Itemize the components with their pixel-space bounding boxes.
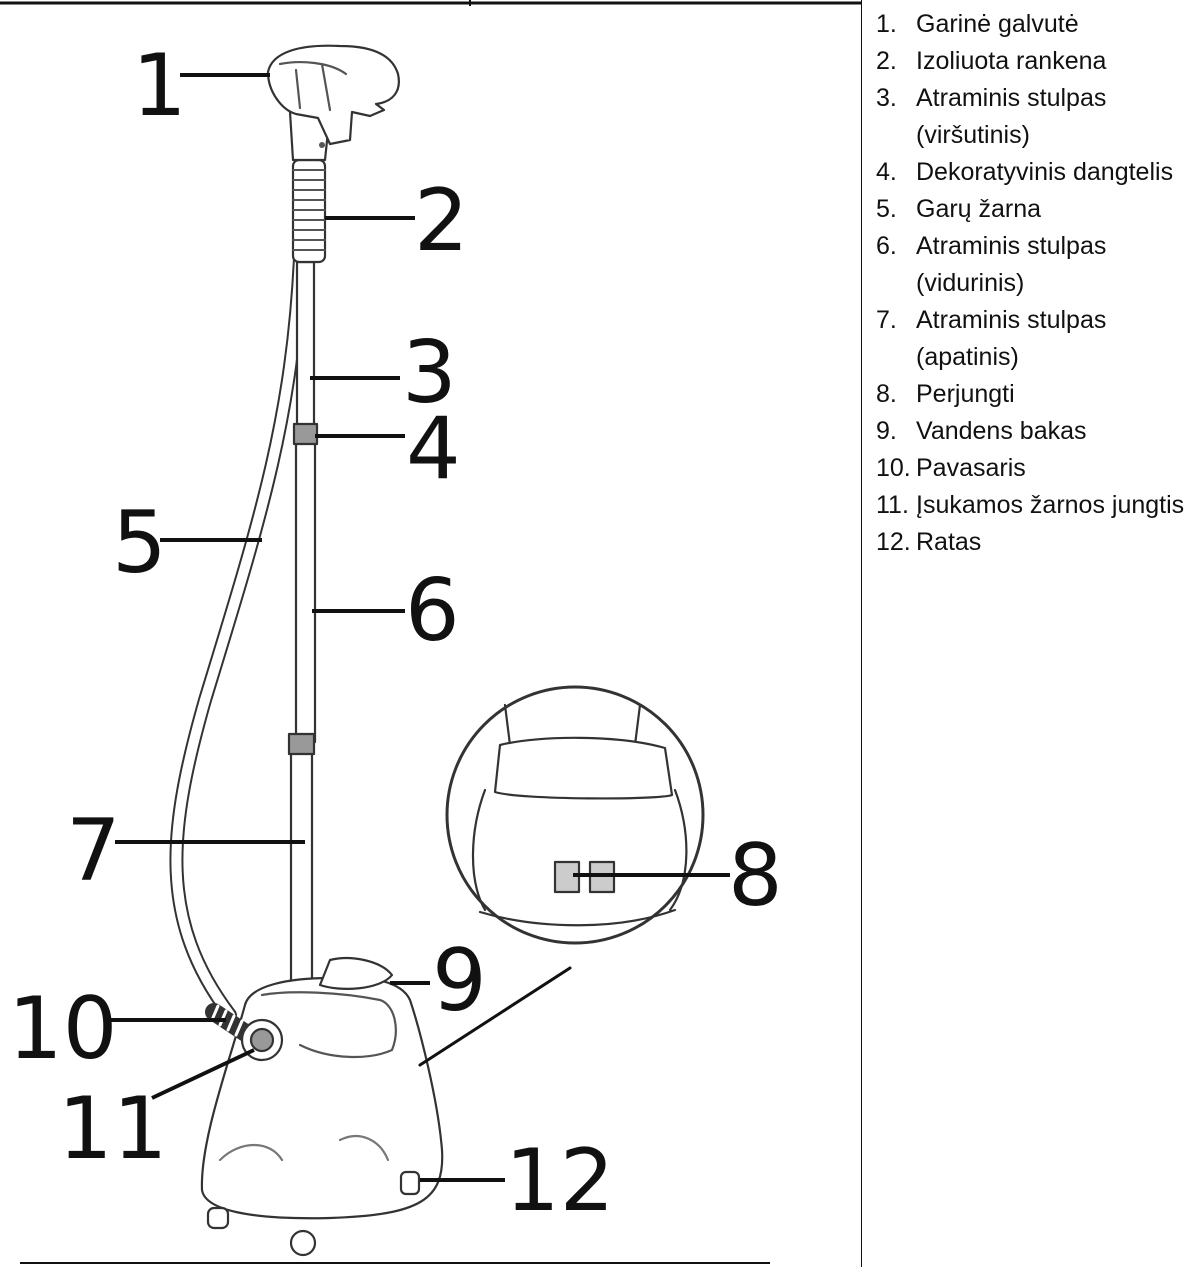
callout-11: 11: [58, 1079, 167, 1179]
legend-num: 1.: [876, 10, 897, 38]
legend-label: Perjungti: [916, 380, 1015, 408]
callout-3: 3: [402, 323, 457, 423]
legend-item-5: 5. Garų žarna: [876, 191, 1190, 228]
callout-10: 10: [8, 979, 117, 1079]
callout-12: 12: [505, 1131, 614, 1231]
legend-item-9: 9. Vandens bakas: [876, 413, 1190, 450]
steam-head: [266, 44, 400, 146]
legend-num: 9.: [876, 417, 897, 445]
legend-panel: 1. Garinė galvutė 2. Izoliuota rankena 3. A…: [862, 0, 1190, 1267]
steam-hose: [169, 251, 307, 1022]
legend-num: 3.: [876, 84, 897, 112]
legend-num: 4.: [876, 158, 897, 186]
legend-item-6: 6. Atraminis stulpas (vidurinis): [876, 228, 1190, 302]
callout-4: 4: [406, 399, 461, 499]
legend-list: 1. Garinė galvutė 2. Izoliuota rankena 3. A…: [862, 0, 1190, 561]
pole-upper: [295, 260, 316, 444]
decorative-cap: [292, 422, 319, 446]
legend-item-10: 10.Pavasaris: [876, 450, 1190, 487]
pole-clamp: [287, 732, 316, 756]
legend-label: Atraminis stulpas (vidurinis): [916, 232, 1107, 297]
legend-item-7: 7. Atraminis stulpas (apatinis): [876, 302, 1190, 376]
leader-lines: [110, 73, 730, 1182]
legend-num: 11.: [876, 491, 909, 519]
legend-label: Garų žarna: [916, 195, 1042, 223]
legend-num: 8.: [876, 380, 897, 408]
legend-label: Atraminis stulpas (viršutinis): [916, 84, 1107, 149]
legend-item-2: 2. Izoliuota rankena: [876, 43, 1190, 80]
legend-label: Vandens bakas: [916, 417, 1087, 445]
legend-label: Įsukamos žarnos jungtis: [916, 491, 1185, 519]
pole-middle: [294, 440, 317, 744]
legend-label: Ratas: [916, 528, 982, 556]
wheel: [399, 1170, 421, 1196]
callout-1: 1: [132, 36, 187, 136]
wheel: [289, 1229, 317, 1257]
legend-label: Dekoratyvinis dangtelis: [916, 158, 1174, 186]
legend-num: 5.: [876, 195, 897, 223]
pole-lower: [289, 740, 314, 1014]
legend-num: 10.: [876, 454, 911, 482]
callout-8: 8: [728, 826, 783, 926]
callout-2: 2: [414, 171, 469, 271]
legend-label: Pavasaris: [916, 454, 1026, 482]
switch-magnifier: [445, 685, 705, 945]
callout-9: 9: [432, 931, 487, 1031]
legend-item-12: 12.Ratas: [876, 524, 1190, 561]
legend-label: Garinė galvutė: [916, 10, 1079, 38]
legend-num: 6.: [876, 232, 897, 260]
garment-steamer-diagram: 1 2 3 4 5 6 7 8 9 10 11 12: [0, 0, 862, 1267]
legend-num: 2.: [876, 47, 897, 75]
legend-num: 12.: [876, 528, 911, 556]
callout-6: 6: [405, 561, 460, 661]
legend-item-4: 4. Dekoratyvinis dangtelis: [876, 154, 1190, 191]
legend-item-1: 1. Garinė galvutė: [876, 6, 1190, 43]
legend-num: 7.: [876, 306, 897, 334]
callout-7: 7: [66, 801, 121, 901]
legend-item-11: 11.Įsukamos žarnos jungtis: [876, 487, 1190, 524]
legend-label: Izoliuota rankena: [916, 47, 1107, 75]
legend-item-8: 8. Perjungti: [876, 376, 1190, 413]
legend-item-3: 3. Atraminis stulpas (viršutinis): [876, 80, 1190, 154]
callout-5: 5: [112, 493, 167, 593]
legend-label: Atraminis stulpas (apatinis): [916, 306, 1107, 371]
